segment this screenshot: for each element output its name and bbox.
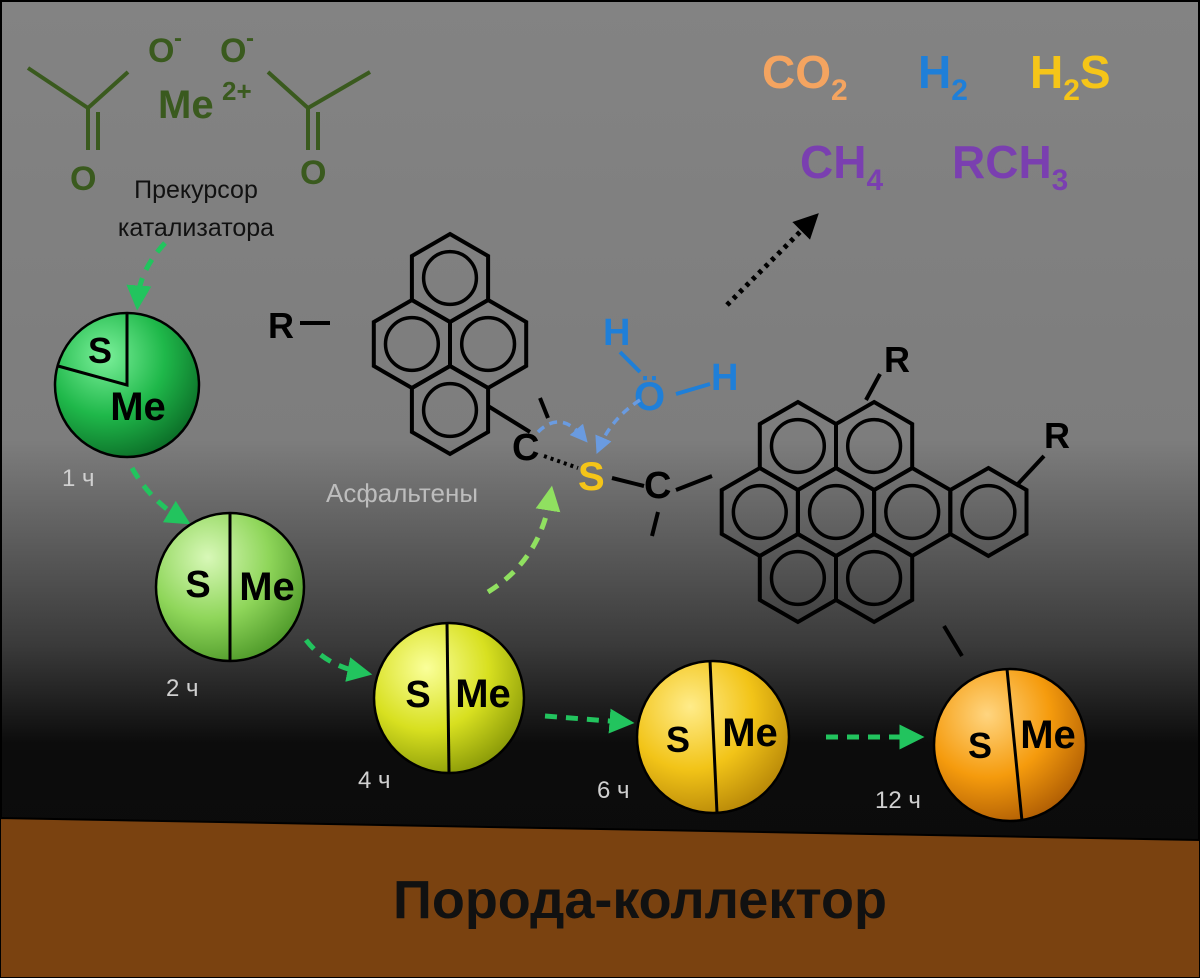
ring-left-4 bbox=[409, 363, 491, 457]
bond-methyl-right bbox=[650, 511, 660, 537]
asphaltene-molecule bbox=[300, 231, 1046, 658]
particle-1h: S Me bbox=[53, 311, 201, 459]
metal-charge: 2+ bbox=[222, 76, 252, 106]
asphaltene-label: Асфальтены bbox=[326, 478, 478, 508]
particle-sulfur-label: S bbox=[88, 330, 112, 371]
water-hydrogen-1: H bbox=[603, 312, 630, 354]
particle-6h: S Me bbox=[635, 659, 791, 815]
ring-right-6 bbox=[834, 399, 915, 493]
ring-right-1-aromatic-circle bbox=[884, 483, 941, 541]
time-label-4h: 4 ч bbox=[358, 767, 391, 794]
bond-methyl-bottom bbox=[942, 624, 964, 658]
particle-sulfur-label: S bbox=[968, 725, 992, 766]
water-hydrogen-2: H bbox=[711, 357, 738, 399]
gas-rch3: RCH3 bbox=[952, 136, 1068, 197]
precursor-label-line1: Прекурсор bbox=[134, 176, 258, 204]
water-oxygen: Ö bbox=[634, 374, 665, 419]
gas-products: CO2 H2 H2S CH4 RCH3 bbox=[762, 46, 1111, 197]
arrow-1h-to-2h bbox=[129, 466, 191, 525]
particle-metal-label: Me bbox=[455, 672, 511, 716]
carbonyl-oxygen-1: O bbox=[70, 160, 96, 198]
electron-arrow-os bbox=[595, 398, 641, 455]
bond-carbon-sulfur-dotted bbox=[543, 454, 579, 470]
ring-right-6-aromatic-circle bbox=[845, 417, 903, 475]
ring-right-center-aromatic-circle bbox=[807, 483, 865, 541]
products-arrow bbox=[725, 213, 819, 307]
substituent-r-left: R bbox=[268, 305, 294, 346]
time-label-2h: 2 ч bbox=[166, 675, 199, 702]
time-label-12h: 12 ч bbox=[875, 787, 921, 814]
ring-left-4-aromatic-circle bbox=[421, 381, 479, 439]
reservoir-rock bbox=[0, 816, 1200, 978]
gas-co2: CO2 bbox=[762, 46, 848, 107]
bond-r-top bbox=[864, 373, 882, 401]
particle-12h: S Me bbox=[932, 667, 1088, 823]
ring-left-1-aromatic-circle bbox=[421, 249, 479, 307]
bond-methyl-left bbox=[538, 397, 550, 419]
asphaltene-atom-labels: R R R C C bbox=[268, 305, 1070, 507]
ligand-oxygen-2: O bbox=[220, 32, 246, 70]
precursor-text: O - O - Me 2+ O O bbox=[70, 25, 326, 198]
gas-ch4: CH4 bbox=[800, 136, 883, 197]
particle-4h: S Me bbox=[372, 621, 526, 775]
substituent-r-top: R bbox=[884, 339, 910, 380]
time-labels: 1 ч 2 ч 4 ч 6 ч 12 ч bbox=[62, 465, 921, 814]
particle-metal-label: Me bbox=[239, 565, 295, 609]
ring-right-2-aromatic-circle bbox=[845, 549, 903, 607]
particle-sulfur-label: S bbox=[185, 564, 210, 606]
particle-sulfur-label: S bbox=[666, 719, 690, 760]
substituent-r-right: R bbox=[1044, 415, 1070, 456]
catalyst-precursor bbox=[26, 66, 372, 150]
particle-sulfur-label: S bbox=[405, 674, 430, 716]
gas-h2: H2 bbox=[918, 46, 968, 107]
ligand-oxygen-1: O bbox=[148, 32, 174, 70]
bond-ring-carbon-left bbox=[486, 404, 532, 434]
water-molecule: H Ö H bbox=[603, 312, 738, 419]
ring-right-3-aromatic-circle bbox=[769, 549, 827, 607]
precursor-label-line2: катализатора bbox=[118, 214, 274, 242]
bond-carbon-ring-right bbox=[675, 474, 713, 492]
ring-left-2-aromatic-circle bbox=[383, 315, 441, 373]
ring-right-4-aromatic-circle bbox=[731, 483, 788, 541]
carbonyl-oxygen-2: O bbox=[300, 154, 326, 192]
ring-left-3-aromatic-circle bbox=[459, 315, 517, 373]
ligand-charge-2: - bbox=[246, 25, 254, 52]
particle-2h: S Me bbox=[154, 511, 306, 663]
ring-right-5-aromatic-circle bbox=[769, 417, 827, 475]
arrow-2h-to-4h bbox=[304, 638, 373, 682]
arrow-4h-to-6h bbox=[544, 708, 635, 734]
sulfur-atom: S bbox=[578, 455, 605, 499]
particle-metal-label: Me bbox=[722, 711, 778, 755]
arrow-precursor-to-1h bbox=[126, 241, 167, 311]
bond-sulfur-carbon-right bbox=[611, 476, 645, 488]
particle-metal-label: Me bbox=[110, 385, 166, 429]
gas-h2s: H2S bbox=[1030, 46, 1111, 107]
particle-metal-label: Me bbox=[1020, 713, 1076, 757]
bond-r-right bbox=[1014, 454, 1046, 488]
time-label-6h: 6 ч bbox=[597, 777, 630, 804]
reservoir-label: Порода-коллектор bbox=[393, 870, 887, 930]
ring-right-outer-aromatic-circle bbox=[960, 483, 1017, 541]
carbon-right: C bbox=[644, 465, 671, 507]
electron-arrow-cs bbox=[536, 420, 588, 443]
ring-right-outer bbox=[948, 465, 1029, 559]
time-label-1h: 1 ч bbox=[62, 465, 95, 492]
ligand-charge-1: - bbox=[174, 25, 182, 52]
carbon-left: C bbox=[512, 427, 539, 469]
metal-ion: Me bbox=[158, 83, 214, 127]
